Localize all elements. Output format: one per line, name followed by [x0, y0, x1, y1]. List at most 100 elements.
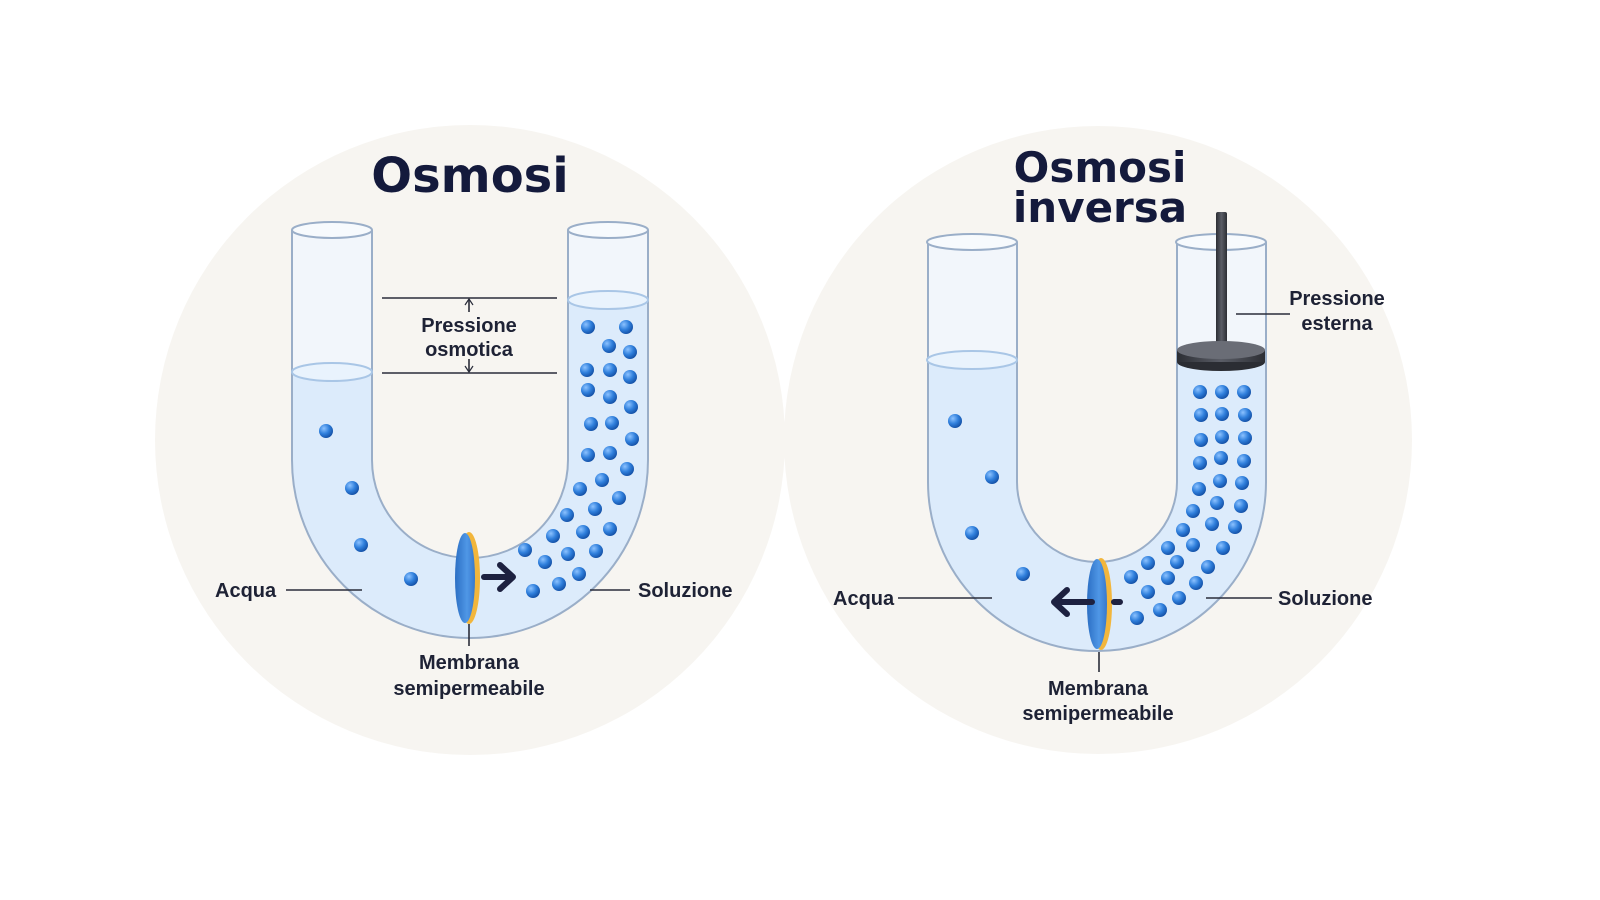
- reverse-osmosis-solute-particle: [1235, 476, 1249, 490]
- osmosis-left-surface: [291, 362, 373, 382]
- osmosis-solute-particle: [345, 481, 359, 495]
- osmosis-solute-particle: [538, 555, 552, 569]
- osmosis-water-label: Acqua: [215, 580, 277, 602]
- reverse-osmosis-title-line1: Osmosi: [1014, 143, 1187, 192]
- osmosis-solute-particle: [605, 416, 619, 430]
- osmosis-solute-particle: [603, 390, 617, 404]
- reverse-osmosis-solute-particle: [1215, 430, 1229, 444]
- reverse-osmosis-solute-particles: [948, 385, 1252, 625]
- reverse-osmosis-solute-particle: [1124, 570, 1138, 584]
- osmosis-solute-particles: [319, 320, 639, 598]
- osmosis-solute-particle: [589, 544, 603, 558]
- reverse-osmosis-solute-particle: [1213, 474, 1227, 488]
- reverse-osmosis-solute-particle: [985, 470, 999, 484]
- reverse-osmosis-solute-particle: [1186, 538, 1200, 552]
- reverse-osmosis-flow-arrow-left-icon: [1051, 587, 1123, 617]
- reverse-osmosis-solute-particle: [1194, 408, 1208, 422]
- osmosis-membrane-label-line1: Membrana: [419, 652, 520, 674]
- reverse-osmosis-solute-particle: [1172, 591, 1186, 605]
- reverse-osmosis-solute-particle: [1186, 504, 1200, 518]
- osmosis-solute-particle: [602, 339, 616, 353]
- osmosis-solute-particle: [623, 370, 637, 384]
- osmosis-solute-particle: [581, 383, 595, 397]
- reverse-osmosis-solute-particle: [1016, 567, 1030, 581]
- osmosis-solute-particle: [581, 448, 595, 462]
- reverse-osmosis-solute-particle: [1210, 496, 1224, 510]
- osmosis-solute-particle: [595, 473, 609, 487]
- reverse-osmosis-solute-particle: [948, 414, 962, 428]
- reverse-osmosis-liquid: [928, 360, 1266, 651]
- reverse-osmosis-solute-particle: [1237, 454, 1251, 468]
- reverse-osmosis-left-surface: [926, 350, 1018, 370]
- osmosis-solute-particle: [584, 417, 598, 431]
- reverse-osmosis-solute-particle: [1130, 611, 1144, 625]
- osmosis-solute-particle: [546, 529, 560, 543]
- osmosis-solute-particle: [404, 572, 418, 586]
- reverse-osmosis-solute-particle: [1192, 482, 1206, 496]
- osmosis-solute-particle: [526, 584, 540, 598]
- osmosis-membrane: [455, 532, 480, 624]
- osmosis-solute-particle: [603, 446, 617, 460]
- osmosis-solute-particle: [518, 543, 532, 557]
- reverse-osmosis-solute-particle: [1237, 385, 1251, 399]
- reverse-osmosis-solute-particle: [1201, 560, 1215, 574]
- reverse-osmosis-membrane: [1087, 558, 1112, 650]
- reverse-osmosis-panel: Osmosi inversa: [784, 126, 1412, 754]
- osmosis-solute-particle: [603, 363, 617, 377]
- osmosis-solute-particle: [576, 525, 590, 539]
- reverse-osmosis-solute-particle: [1238, 408, 1252, 422]
- reverse-osmosis-membrane-label-line1: Membrana: [1048, 678, 1149, 700]
- reverse-osmosis-membrane-label-line2: semipermeabile: [1022, 703, 1173, 725]
- osmosis-solute-particle: [561, 547, 575, 561]
- external-pressure-label-line1: Pressione: [1289, 288, 1385, 310]
- osmosis-flow-arrow-right-icon: [481, 562, 516, 592]
- reverse-osmosis-solute-particle: [1161, 541, 1175, 555]
- reverse-osmosis-solute-particle: [1194, 433, 1208, 447]
- osmosis-solute-particle: [572, 567, 586, 581]
- external-pressure-label-line2: esterna: [1301, 313, 1373, 335]
- osmosis-left-rim: [291, 221, 373, 239]
- reverse-osmosis-water-label: Acqua: [833, 588, 895, 610]
- osmosis-right-rim: [567, 221, 649, 239]
- osmosis-solute-particle: [623, 345, 637, 359]
- osmosis-solute-particle: [588, 502, 602, 516]
- osmosis-solute-particle: [354, 538, 368, 552]
- reverse-osmosis-solute-particle: [1234, 499, 1248, 513]
- osmosis-solute-particle: [581, 320, 595, 334]
- reverse-osmosis-solute-particle: [1161, 571, 1175, 585]
- reverse-osmosis-solute-particle: [1170, 555, 1184, 569]
- reverse-osmosis-solute-particle: [965, 526, 979, 540]
- osmosis-membrane-label-line2: semipermeabile: [393, 678, 544, 700]
- osmotic-pressure-label-line1: Pressione: [421, 315, 517, 337]
- osmotic-pressure-label-line2: osmotica: [425, 339, 514, 361]
- reverse-osmosis-solute-particle: [1141, 556, 1155, 570]
- piston-icon: [1177, 212, 1265, 371]
- osmosis-solution-label: Soluzione: [638, 580, 732, 602]
- osmosis-solute-particle: [319, 424, 333, 438]
- reverse-osmosis-solute-particle: [1238, 431, 1252, 445]
- reverse-osmosis-solute-particle: [1141, 585, 1155, 599]
- reverse-osmosis-title-line2: inversa: [1013, 183, 1187, 232]
- osmosis-solute-particle: [612, 491, 626, 505]
- reverse-osmosis-solute-particle: [1228, 520, 1242, 534]
- osmosis-right-surface: [567, 290, 649, 310]
- osmosis-solute-particle: [573, 482, 587, 496]
- reverse-osmosis-solute-particle: [1215, 385, 1229, 399]
- reverse-osmosis-solute-particle: [1193, 456, 1207, 470]
- osmosis-solute-particle: [619, 320, 633, 334]
- osmotic-pressure-marker: [382, 297, 557, 374]
- osmosis-solute-particle: [560, 508, 574, 522]
- reverse-osmosis-left-rim: [926, 233, 1018, 251]
- osmosis-panel: Osmosi Pressione osmotica: [155, 125, 785, 755]
- osmosis-solute-particle: [625, 432, 639, 446]
- reverse-osmosis-solute-particle: [1205, 517, 1219, 531]
- reverse-osmosis-solute-particle: [1215, 407, 1229, 421]
- osmosis-solute-particle: [624, 400, 638, 414]
- reverse-osmosis-solute-particle: [1176, 523, 1190, 537]
- osmosis-title: Osmosi: [371, 148, 568, 204]
- osmosis-solute-particle: [603, 522, 617, 536]
- reverse-osmosis-solute-particle: [1189, 576, 1203, 590]
- reverse-osmosis-solution-label: Soluzione: [1278, 588, 1372, 610]
- reverse-osmosis-solute-particle: [1193, 385, 1207, 399]
